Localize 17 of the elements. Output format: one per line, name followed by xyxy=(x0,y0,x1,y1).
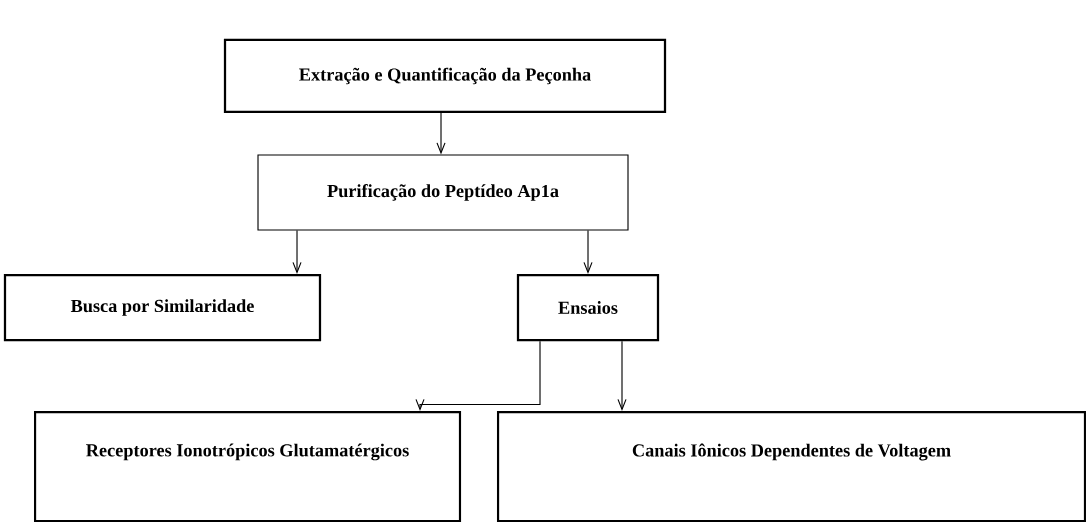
box-label: Busca por Similaridade xyxy=(70,299,254,316)
box-label: Receptores Ionotrópicos Glutamatérgicos xyxy=(86,443,409,461)
arrow xyxy=(617,340,627,411)
arrow xyxy=(415,340,541,411)
process-box xyxy=(257,154,629,231)
box-label: Ensaios xyxy=(558,301,618,314)
process-box xyxy=(496,410,1086,522)
process-box xyxy=(3,273,322,342)
process-box xyxy=(33,410,462,522)
arrow xyxy=(436,112,446,155)
process-box xyxy=(223,38,667,114)
box-label: Canais Iônicos Dependentes de Voltagem xyxy=(632,443,951,461)
arrow xyxy=(292,230,302,274)
process-box xyxy=(516,273,660,342)
arrow xyxy=(583,230,593,274)
box-label: Extração e Quantificação da Peçonha xyxy=(299,67,591,85)
box-label: Purificação do Peptídeo Ap1a xyxy=(327,184,559,201)
